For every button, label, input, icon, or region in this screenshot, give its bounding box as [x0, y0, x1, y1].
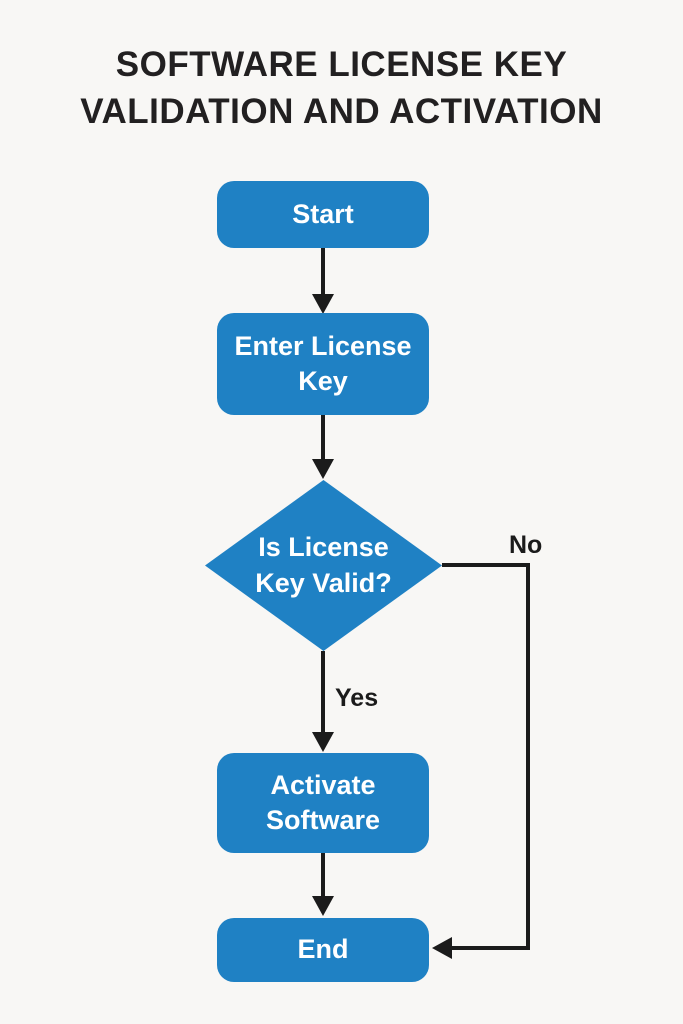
arrowhead-down-enter: [312, 294, 334, 314]
node-enter-license-key: Enter License Key: [217, 313, 429, 415]
arrowhead-down-decision: [312, 459, 334, 479]
arrowhead-down-activate: [312, 732, 334, 752]
node-enter-license-key-line-1: Enter License: [234, 330, 412, 361]
arrowhead-down-end: [312, 896, 334, 916]
node-end: End: [217, 918, 429, 982]
node-activate-software-line-1: Activate: [270, 769, 376, 800]
edge-label-no: No: [509, 531, 543, 559]
node-end-label: End: [297, 934, 349, 965]
page-title: SOFTWARE LICENSE KEY VALIDATION AND ACTI…: [0, 42, 683, 135]
node-activate-software-line-2: Software: [265, 805, 381, 835]
node-start: Start: [217, 181, 429, 248]
node-start-label: Start: [292, 198, 354, 229]
node-activate-software: Activate Software: [217, 753, 429, 853]
edge-no-decision-to-end: [442, 563, 530, 950]
node-decision-line-1: Is License: [258, 532, 389, 563]
arrowhead-left-end: [432, 937, 452, 959]
page-title-line-1: SOFTWARE LICENSE KEY: [115, 45, 568, 84]
node-decision-line-2: Key Valid?: [255, 567, 392, 598]
node-enter-license-key-line-2: Key: [298, 366, 348, 396]
page-title-line-2: VALIDATION AND ACTIVATION: [80, 91, 603, 131]
edge-label-yes: Yes: [335, 684, 379, 712]
